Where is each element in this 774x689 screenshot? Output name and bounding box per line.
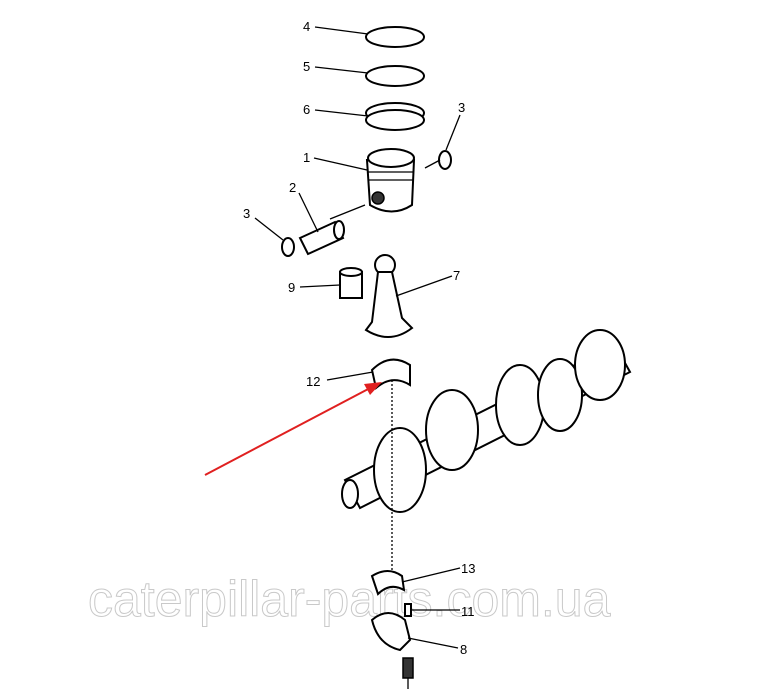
piston-ring-5 (365, 65, 425, 87)
bolt (402, 657, 414, 689)
callout-11: 11 (461, 604, 475, 619)
callout-9: 9 (288, 280, 295, 295)
piston-ring-6 (365, 102, 425, 131)
watermark: caterpillar-parts.com.ua (88, 571, 611, 627)
dowel-11 (404, 603, 412, 617)
bushing-9 (339, 267, 363, 299)
callout-8: 8 (460, 642, 467, 657)
callout-13: 13 (461, 561, 475, 576)
callout-6: 6 (303, 102, 310, 117)
callout-5: 5 (303, 59, 310, 74)
crankshaft (341, 329, 632, 513)
snap-ring-3-left (281, 237, 295, 257)
callout-3-right: 3 (458, 100, 465, 115)
callout-1: 1 (303, 150, 310, 165)
callout-12: 12 (306, 374, 320, 389)
callout-2: 2 (289, 180, 296, 195)
bearing-cap-8 (370, 612, 412, 652)
bearing-12 (370, 358, 411, 390)
piston-ring-4 (365, 26, 425, 48)
bearing-13 (370, 570, 406, 596)
connecting-rod-7 (364, 254, 414, 338)
piston-1 (365, 148, 416, 213)
piston-pin-2 (298, 220, 345, 256)
callout-3-left: 3 (243, 206, 250, 221)
snap-ring-3-right (438, 150, 452, 170)
callout-4: 4 (303, 19, 310, 34)
highlight-arrow (204, 382, 382, 476)
callout-7: 7 (453, 268, 460, 283)
leader-lines (254, 26, 461, 649)
